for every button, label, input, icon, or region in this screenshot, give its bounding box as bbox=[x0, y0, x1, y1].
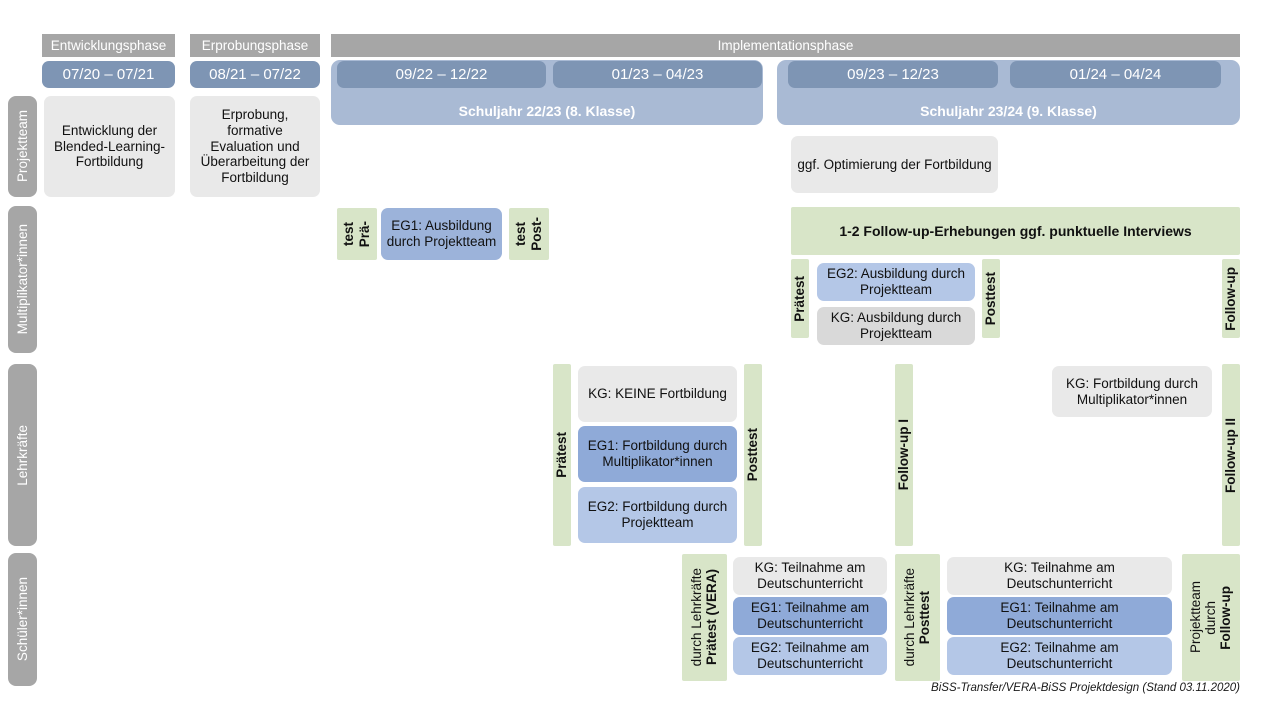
test-label: Prätest bbox=[553, 432, 569, 478]
task-label: EG2: Fortbildung durch Projektteam bbox=[587, 499, 728, 530]
period-label: 07/20 – 07/21 bbox=[62, 65, 155, 83]
task-label: KG: KEINE Fortbildung bbox=[588, 386, 727, 402]
period-label: 01/23 – 04/23 bbox=[611, 65, 704, 83]
row-label-projektteam: Projektteam bbox=[8, 96, 37, 197]
test-strip-posttest-multiplikatoren-2: Posttest bbox=[982, 259, 1000, 338]
row-label-text: Projektteam bbox=[15, 110, 30, 183]
test-label: Follow-up II bbox=[1222, 417, 1238, 493]
test-label: Posttest bbox=[982, 271, 998, 326]
task-label: KG: Teilnahme am Deutschunterricht bbox=[1004, 560, 1115, 591]
task-label: EG1: Teilnahme am Deutschunterricht bbox=[1000, 600, 1119, 631]
phase-label: Erprobungsphase bbox=[201, 37, 309, 53]
phase-bar-entwicklungsphase: Entwicklungsphase bbox=[42, 34, 175, 57]
test-strip-praetest-multiplikatoren: Prä- test bbox=[337, 208, 377, 260]
row-label-text: Schüler*innen bbox=[15, 577, 30, 662]
task-label: ggf. Optimierung der Fortbildung bbox=[797, 156, 992, 172]
task-schueler-left-eg2: EG2: Teilnahme am Deutschunterricht bbox=[733, 637, 887, 675]
period-label: 08/21 – 07/22 bbox=[209, 65, 301, 83]
period-pill-0124-0424: 01/24 – 04/24 bbox=[1010, 61, 1221, 88]
test-strip-followup-multiplikatoren: Follow-up bbox=[1222, 259, 1240, 338]
task-schueler-left-kg: KG: Teilnahme am Deutschunterricht bbox=[733, 557, 887, 595]
test-label-bold: Follow-up bbox=[1218, 585, 1234, 650]
period-pill-0720-0721: 07/20 – 07/21 bbox=[42, 61, 175, 88]
row-label-text: Lehrkräfte bbox=[15, 424, 30, 486]
task-eg2-ausbildung-projektteam: EG2: Ausbildung durch Projektteam bbox=[817, 263, 975, 301]
task-label: EG2: Teilnahme am Deutschunterricht bbox=[1000, 640, 1119, 671]
task-label: Entwicklung der Blended-Learning-Fortbil… bbox=[53, 122, 166, 170]
period-pill-0821-0722: 08/21 – 07/22 bbox=[190, 61, 320, 88]
test-strip-followup-1-lehrkraefte: Follow-up I bbox=[895, 364, 913, 546]
phase-label: Implementationsphase bbox=[717, 37, 854, 53]
task-label: EG1: Fortbildung durch Multiplikator*inn… bbox=[587, 438, 728, 469]
task-label: EG2: Teilnahme am Deutschunterricht bbox=[750, 640, 870, 671]
task-kg-fortbildung-multiplikatoren: KG: Fortbildung durch Multiplikator*inne… bbox=[1052, 366, 1212, 417]
footer-text: BiSS-Transfer/VERA-BiSS Projektdesign (S… bbox=[931, 682, 1240, 694]
test-strip-followup-2-lehrkraefte: Follow-up II bbox=[1222, 364, 1240, 546]
test-strip-praetest-lehrkraefte: Prätest bbox=[553, 364, 571, 546]
test-label: Follow-up I bbox=[895, 419, 911, 491]
schoolyear-label: Schuljahr 23/24 (9. Klasse) bbox=[920, 103, 1097, 119]
test-strip-posttest-multiplikatoren: Post- test bbox=[509, 208, 549, 260]
task-eg1-fortbildung-multiplikatoren: EG1: Fortbildung durch Multiplikator*inn… bbox=[578, 426, 737, 482]
footer-caption: BiSS-Transfer/VERA-BiSS Projektdesign (S… bbox=[840, 682, 1240, 698]
task-schueler-right-eg1: EG1: Teilnahme am Deutschunterricht bbox=[947, 597, 1172, 635]
task-label: EG1: Teilnahme am Deutschunterricht bbox=[750, 600, 870, 631]
test-label-line1: Post- bbox=[528, 217, 544, 251]
period-pill-0923-1223: 09/23 – 12/23 bbox=[788, 61, 998, 88]
test-label: Posttest bbox=[744, 428, 760, 482]
phase-bar-implementationsphase: Implementationsphase bbox=[331, 34, 1240, 57]
task-entwicklung-fortbildung: Entwicklung der Blended-Learning-Fortbil… bbox=[44, 96, 175, 197]
row-label-lehrkraefte: Lehrkräfte bbox=[8, 364, 37, 546]
test-strip-posttest-lehrkraefte: Posttest bbox=[744, 364, 762, 546]
task-erprobung-evaluation: Erprobung, formative Evaluation und Über… bbox=[190, 96, 320, 197]
task-eg2-fortbildung-projektteam: EG2: Fortbildung durch Projektteam bbox=[578, 487, 737, 543]
test-label-line1: Prä- bbox=[356, 220, 372, 248]
period-pill-0123-0423: 01/23 – 04/23 bbox=[553, 61, 762, 88]
test-label-sub: durch Lehrkräfte bbox=[901, 568, 917, 667]
task-label: KG: Teilnahme am Deutschunterricht bbox=[754, 560, 866, 591]
task-label: KG: Fortbildung durch Multiplikator*inne… bbox=[1065, 375, 1199, 407]
test-strip-followup-schueler: Follow-up durch Projektteam bbox=[1182, 554, 1240, 681]
schoolyear-label: Schuljahr 22/23 (8. Klasse) bbox=[458, 103, 636, 119]
phase-bar-erprobungsphase: Erprobungsphase bbox=[190, 34, 320, 57]
period-label: 09/23 – 12/23 bbox=[847, 65, 939, 83]
task-label: EG2: Ausbildung durch Projektteam bbox=[826, 266, 966, 297]
test-label-sub1: durch bbox=[1202, 600, 1218, 635]
banner-label: 1-2 Follow-up-Erhebungen ggf. punktuelle… bbox=[839, 222, 1192, 239]
period-label: 09/22 – 12/22 bbox=[395, 65, 488, 83]
test-strip-praetest-multiplikatoren-2: Prätest bbox=[791, 259, 809, 338]
task-optimierung-fortbildung: ggf. Optimierung der Fortbildung bbox=[791, 136, 998, 193]
period-pill-0922-1222: 09/22 – 12/22 bbox=[337, 61, 546, 88]
test-strip-praetest-vera-schueler: Prätest (VERA) durch Lehrkräfte bbox=[682, 554, 727, 681]
row-label-multiplikatorinnen: Multiplikator*innen bbox=[8, 206, 37, 353]
task-eg1-ausbildung-projektteam: EG1: Ausbildung durch Projektteam bbox=[381, 208, 502, 260]
row-label-text: Multiplikator*innen bbox=[15, 224, 30, 335]
test-label: Follow-up bbox=[1222, 266, 1238, 331]
test-label-sub2: Projektteam bbox=[1187, 581, 1203, 654]
task-label: KG: Ausbildung durch Projektteam bbox=[830, 310, 962, 341]
phase-label: Entwicklungsphase bbox=[50, 37, 167, 53]
test-label-bold: Prätest (VERA) bbox=[704, 569, 719, 666]
row-label-schuelerinnen: Schüler*innen bbox=[8, 553, 37, 686]
test-label-line2: test bbox=[341, 221, 357, 246]
period-label: 01/24 – 04/24 bbox=[1069, 65, 1162, 83]
test-label: Prätest bbox=[791, 275, 807, 322]
task-schueler-right-kg: KG: Teilnahme am Deutschunterricht bbox=[947, 557, 1172, 595]
task-label: EG1: Ausbildung durch Projektteam bbox=[386, 218, 497, 249]
test-label-bold: Posttest bbox=[917, 590, 932, 645]
task-schueler-right-eg2: EG2: Teilnahme am Deutschunterricht bbox=[947, 637, 1172, 675]
test-label-sub: durch Lehrkräfte bbox=[688, 568, 704, 667]
task-schueler-left-eg1: EG1: Teilnahme am Deutschunterricht bbox=[733, 597, 887, 635]
test-strip-posttest-schueler: Posttest durch Lehrkräfte bbox=[895, 554, 940, 681]
task-kg-keine-fortbildung: KG: KEINE Fortbildung bbox=[578, 366, 737, 422]
task-kg-ausbildung-projektteam: KG: Ausbildung durch Projektteam bbox=[817, 307, 975, 345]
task-label: Erprobung, formative Evaluation und Über… bbox=[200, 106, 310, 186]
banner-followup-erhebungen: 1-2 Follow-up-Erhebungen ggf. punktuelle… bbox=[791, 207, 1240, 255]
test-label-line2: test bbox=[513, 221, 529, 246]
